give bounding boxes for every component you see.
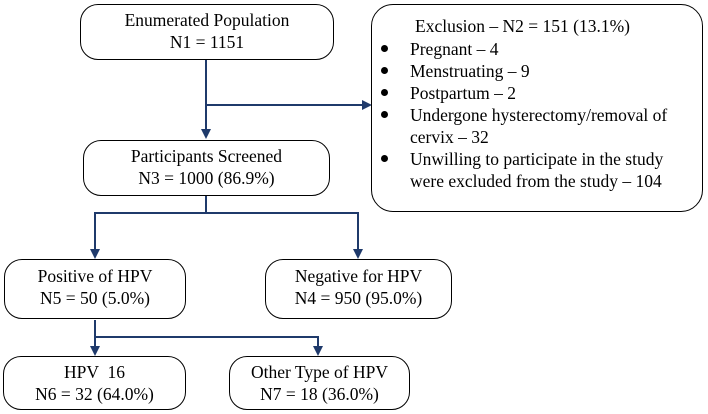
exclusion-item: Unwilling to participate in the study we… [372, 148, 667, 192]
exclusion-item: Pregnant – 4 [372, 38, 667, 60]
node-value: N6 = 32 (64.0%) [35, 384, 154, 404]
node-positive-hpv: Positive of HPV N5 = 50 (5.0%) [4, 259, 186, 319]
arrow-positive-to-other [95, 336, 323, 356]
exclusion-box: Exclusion – N2 = 151 (13.1%) Pregnant – … [371, 4, 703, 212]
bullet-icon [381, 45, 388, 52]
node-value: N5 = 50 (5.0%) [40, 288, 150, 308]
node-value: N4 = 950 (95.0%) [294, 288, 423, 308]
node-label: Positive of HPV [37, 266, 153, 286]
exclusion-list: Pregnant – 4 Menstruating – 9 Postpartum… [372, 38, 667, 192]
node-label: HPV 16 [64, 362, 125, 382]
node-label: Other Type of HPV [251, 362, 388, 382]
node-other-hpv: Other Type of HPV N7 = 18 (36.0%) [229, 356, 410, 410]
exclusion-title: Exclusion – N2 = 151 (13.1%) [415, 16, 630, 36]
bullet-icon [381, 67, 388, 74]
node-value: N3 = 1000 (86.9%) [138, 168, 275, 188]
node-label: Enumerated Population [124, 10, 290, 30]
node-enumerated-population: Enumerated Population N1 = 1151 [80, 4, 334, 60]
node-label: Negative for HPV [294, 266, 423, 286]
arrow-screened-to-positive [90, 196, 207, 259]
exclusion-item: Menstruating – 9 [372, 60, 667, 82]
bullet-icon [381, 89, 388, 96]
bullet-icon [381, 111, 388, 118]
exclusion-item: Postpartum – 2 [372, 82, 667, 104]
node-participants-screened: Participants Screened N3 = 1000 (86.9%) [83, 140, 330, 196]
node-value: N7 = 18 (36.0%) [260, 384, 379, 404]
exclusion-item: Undergone hysterectomy/removal of cervix… [372, 104, 667, 148]
bullet-icon [381, 155, 388, 162]
node-value: N1 = 1151 [169, 32, 245, 52]
node-negative-hpv: Negative for HPV N4 = 950 (95.0%) [265, 259, 452, 319]
node-label: Participants Screened [130, 146, 283, 166]
arrow-screened-to-negative [206, 212, 363, 259]
node-hpv-16: HPV 16 N6 = 32 (64.0%) [3, 356, 186, 410]
